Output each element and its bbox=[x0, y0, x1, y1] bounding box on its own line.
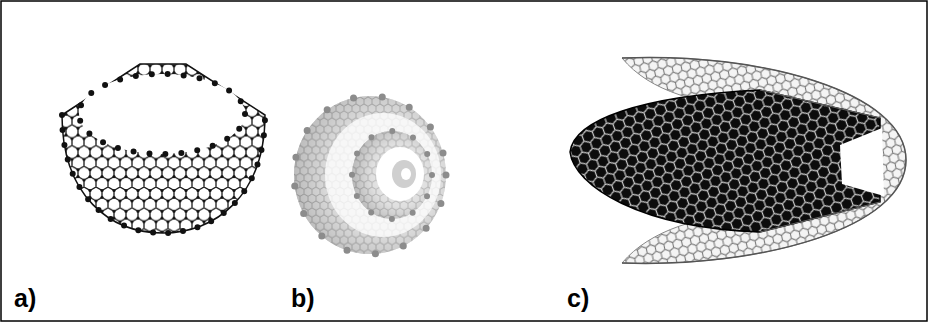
panel-label: a) bbox=[14, 286, 36, 311]
panel-label: b) bbox=[291, 286, 315, 311]
panel-label: c) bbox=[567, 286, 589, 311]
